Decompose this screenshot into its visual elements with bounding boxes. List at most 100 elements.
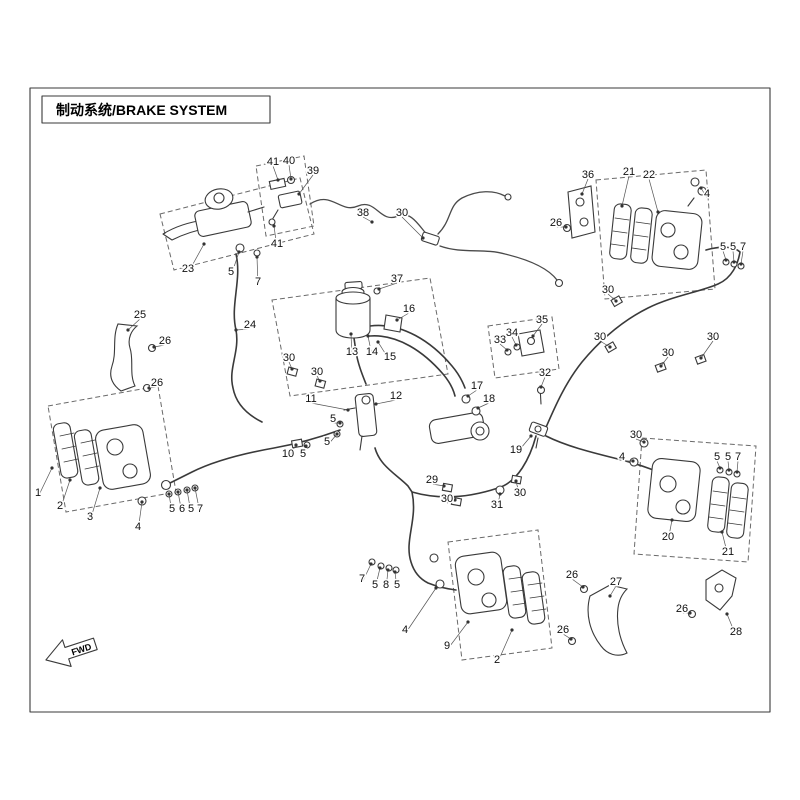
callout-33: 33 bbox=[492, 333, 509, 352]
callout-14: 14 bbox=[364, 334, 380, 360]
callout-5: 5 bbox=[392, 570, 402, 593]
svg-text:5: 5 bbox=[169, 503, 175, 515]
svg-text:26: 26 bbox=[557, 624, 569, 636]
svg-text:26: 26 bbox=[151, 377, 163, 389]
front-left-caliper bbox=[52, 422, 199, 506]
svg-text:15: 15 bbox=[384, 351, 396, 363]
callout-5: 5 bbox=[322, 432, 339, 450]
svg-text:33: 33 bbox=[494, 334, 506, 346]
callout-6: 6 bbox=[176, 490, 187, 517]
callout-9: 9 bbox=[442, 620, 470, 654]
svg-text:5: 5 bbox=[372, 579, 378, 591]
svg-text:7: 7 bbox=[740, 241, 746, 253]
svg-text:2: 2 bbox=[57, 500, 63, 512]
brake-switch-assembly bbox=[268, 175, 303, 226]
svg-text:14: 14 bbox=[366, 346, 378, 358]
svg-text:5: 5 bbox=[725, 451, 731, 463]
svg-text:41: 41 bbox=[271, 238, 283, 250]
callout-37: 37 bbox=[377, 272, 405, 291]
callout-30: 30 bbox=[600, 283, 618, 303]
callout-4: 4 bbox=[699, 186, 712, 202]
caliper-body bbox=[95, 424, 151, 490]
page-title: 制动系统/BRAKE SYSTEM bbox=[56, 102, 227, 118]
rear-brake-reservoir bbox=[335, 280, 403, 339]
svg-text:7: 7 bbox=[359, 573, 365, 585]
svg-text:30: 30 bbox=[602, 284, 614, 296]
brake-pad bbox=[609, 203, 632, 260]
callout-23: 23 bbox=[180, 242, 206, 277]
svg-text:12: 12 bbox=[390, 390, 402, 402]
svg-text:30: 30 bbox=[283, 352, 295, 364]
callout-36: 36 bbox=[580, 168, 596, 196]
front-right-caliper bbox=[609, 177, 745, 270]
mounting-brackets bbox=[110, 323, 737, 656]
callout-8: 8 bbox=[381, 568, 391, 593]
reservoir-bracket bbox=[383, 314, 403, 333]
svg-text:5: 5 bbox=[730, 241, 736, 253]
svg-text:21: 21 bbox=[722, 546, 734, 558]
brake-pad bbox=[73, 429, 100, 486]
callout-7: 7 bbox=[733, 450, 743, 474]
svg-text:18: 18 bbox=[483, 393, 495, 405]
svg-text:5: 5 bbox=[324, 436, 330, 448]
svg-text:2: 2 bbox=[494, 654, 500, 666]
brake-pad bbox=[726, 482, 749, 539]
callout-13: 13 bbox=[344, 332, 360, 360]
callout-7: 7 bbox=[357, 562, 373, 587]
group-box-brake-switch bbox=[255, 155, 315, 237]
callout-21: 21 bbox=[620, 165, 637, 208]
callout-35: 35 bbox=[531, 313, 550, 338]
callout-21: 21 bbox=[720, 530, 736, 560]
callout-2: 2 bbox=[492, 628, 514, 668]
svg-text:5: 5 bbox=[714, 451, 720, 463]
callout-34: 34 bbox=[504, 326, 520, 347]
front-brake-hose bbox=[231, 253, 263, 423]
callout-17: 17 bbox=[466, 379, 485, 398]
cable-adjuster bbox=[420, 231, 440, 246]
svg-text:30: 30 bbox=[514, 487, 526, 499]
callout-30: 30 bbox=[512, 479, 528, 501]
page-border bbox=[29, 87, 771, 713]
callout-5: 5 bbox=[328, 412, 342, 427]
svg-text:29: 29 bbox=[426, 474, 438, 486]
brake-pad bbox=[707, 476, 730, 533]
svg-text:16: 16 bbox=[403, 303, 415, 315]
callout-22: 22 bbox=[641, 168, 660, 214]
cable-end bbox=[504, 193, 512, 201]
svg-text:5: 5 bbox=[394, 579, 400, 591]
callout-25: 25 bbox=[126, 308, 148, 332]
svg-text:38: 38 bbox=[357, 207, 369, 219]
svg-text:39: 39 bbox=[307, 165, 319, 177]
svg-text:27: 27 bbox=[610, 576, 622, 588]
callout-24: 24 bbox=[234, 318, 258, 333]
svg-text:11: 11 bbox=[305, 393, 316, 405]
svg-text:26: 26 bbox=[550, 217, 562, 229]
svg-text:40: 40 bbox=[283, 155, 295, 167]
callout-26: 26 bbox=[152, 334, 173, 349]
svg-text:30: 30 bbox=[594, 331, 606, 343]
callout-31: 31 bbox=[489, 492, 505, 513]
callout-41: 41 bbox=[269, 224, 285, 252]
callout-5: 5 bbox=[185, 488, 196, 517]
callout-28: 28 bbox=[725, 612, 744, 640]
three-way-junction bbox=[528, 421, 549, 449]
svg-text:24: 24 bbox=[244, 319, 256, 331]
callout-5: 5 bbox=[167, 492, 177, 517]
svg-text:7: 7 bbox=[255, 276, 261, 288]
caliper-bracket-36 bbox=[562, 185, 596, 239]
svg-text:1: 1 bbox=[35, 487, 41, 499]
rear-master-cylinder bbox=[428, 394, 490, 444]
rear-left-caliper bbox=[368, 551, 547, 625]
callout-30: 30 bbox=[628, 428, 646, 444]
reservoir-feed-hose bbox=[353, 337, 367, 385]
svg-text:10: 10 bbox=[282, 448, 294, 460]
callout-11: 11 bbox=[304, 392, 350, 412]
svg-text:30: 30 bbox=[311, 366, 323, 378]
caliper-body bbox=[651, 210, 703, 270]
callout-5: 5 bbox=[723, 450, 733, 472]
group-box-reservoir bbox=[271, 277, 449, 397]
svg-text:30: 30 bbox=[396, 207, 408, 219]
svg-text:32: 32 bbox=[539, 367, 551, 379]
